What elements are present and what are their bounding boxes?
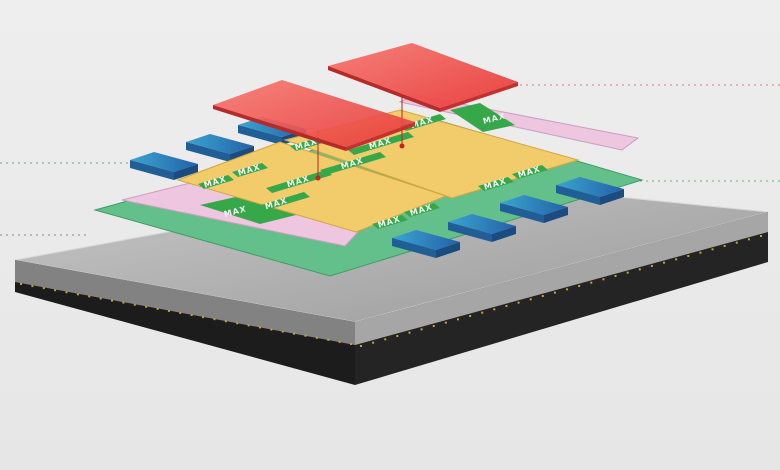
- pin: [493, 308, 496, 311]
- top-chip-front: [213, 80, 415, 151]
- pin: [747, 238, 750, 241]
- pin: [505, 305, 508, 307]
- pin: [541, 295, 544, 297]
- pin: [42, 287, 45, 290]
- memory-stack: [500, 195, 568, 223]
- pin: [408, 331, 411, 334]
- pin: [133, 303, 136, 306]
- memory-stack: [392, 230, 460, 258]
- pin: [760, 235, 762, 237]
- pin: [190, 314, 193, 317]
- pin: [156, 307, 159, 310]
- pin: [54, 289, 57, 292]
- pin: [384, 338, 387, 341]
- pin: [99, 297, 102, 300]
- pin: [663, 261, 666, 264]
- pin: [167, 309, 170, 312]
- pin: [469, 315, 472, 317]
- pin: [444, 321, 447, 324]
- pin: [315, 336, 318, 339]
- memory-stack: [448, 214, 516, 242]
- pin: [236, 322, 239, 325]
- pin: [111, 299, 114, 302]
- pin: [687, 255, 690, 257]
- pin: [338, 340, 341, 343]
- pin: [517, 301, 520, 304]
- pin: [614, 275, 617, 277]
- package-pins: [20, 235, 762, 347]
- pin: [553, 291, 556, 294]
- pin: [456, 318, 459, 321]
- pin: [590, 281, 593, 284]
- pin: [650, 265, 653, 267]
- pin: [258, 326, 261, 329]
- pin: [420, 328, 423, 331]
- pin: [675, 258, 678, 261]
- top-chip-back: [328, 43, 518, 112]
- pin: [735, 241, 738, 244]
- pin: [396, 335, 399, 337]
- pin: [350, 343, 352, 345]
- pin: [145, 305, 148, 308]
- pin: [711, 248, 714, 251]
- pin: [202, 316, 205, 319]
- pin: [578, 285, 581, 287]
- pin: [638, 268, 641, 271]
- pin: [626, 271, 629, 274]
- pin: [31, 285, 34, 288]
- pin: [602, 278, 605, 281]
- pin: [327, 338, 330, 341]
- io-die-right: MAX: [398, 94, 640, 151]
- pin: [65, 291, 68, 294]
- pin: [360, 345, 362, 347]
- pin: [76, 293, 79, 296]
- pin: [432, 325, 435, 327]
- pin: [20, 283, 22, 285]
- pin: [529, 298, 532, 301]
- guide-lines: [0, 84, 780, 236]
- pin: [88, 295, 91, 298]
- pin: [179, 311, 182, 314]
- pin: [281, 330, 284, 333]
- pin: [566, 288, 569, 291]
- memory-stack: [556, 177, 624, 205]
- pin: [247, 324, 250, 327]
- pin: [723, 245, 726, 247]
- pin: [122, 301, 125, 304]
- pin: [699, 251, 702, 254]
- pin: [481, 311, 484, 314]
- pin: [213, 318, 216, 321]
- pin: [270, 328, 273, 331]
- pin: [224, 320, 227, 323]
- pin: [293, 332, 296, 335]
- pin: [372, 341, 375, 344]
- memory-stack: [130, 152, 198, 180]
- pin: [304, 334, 307, 337]
